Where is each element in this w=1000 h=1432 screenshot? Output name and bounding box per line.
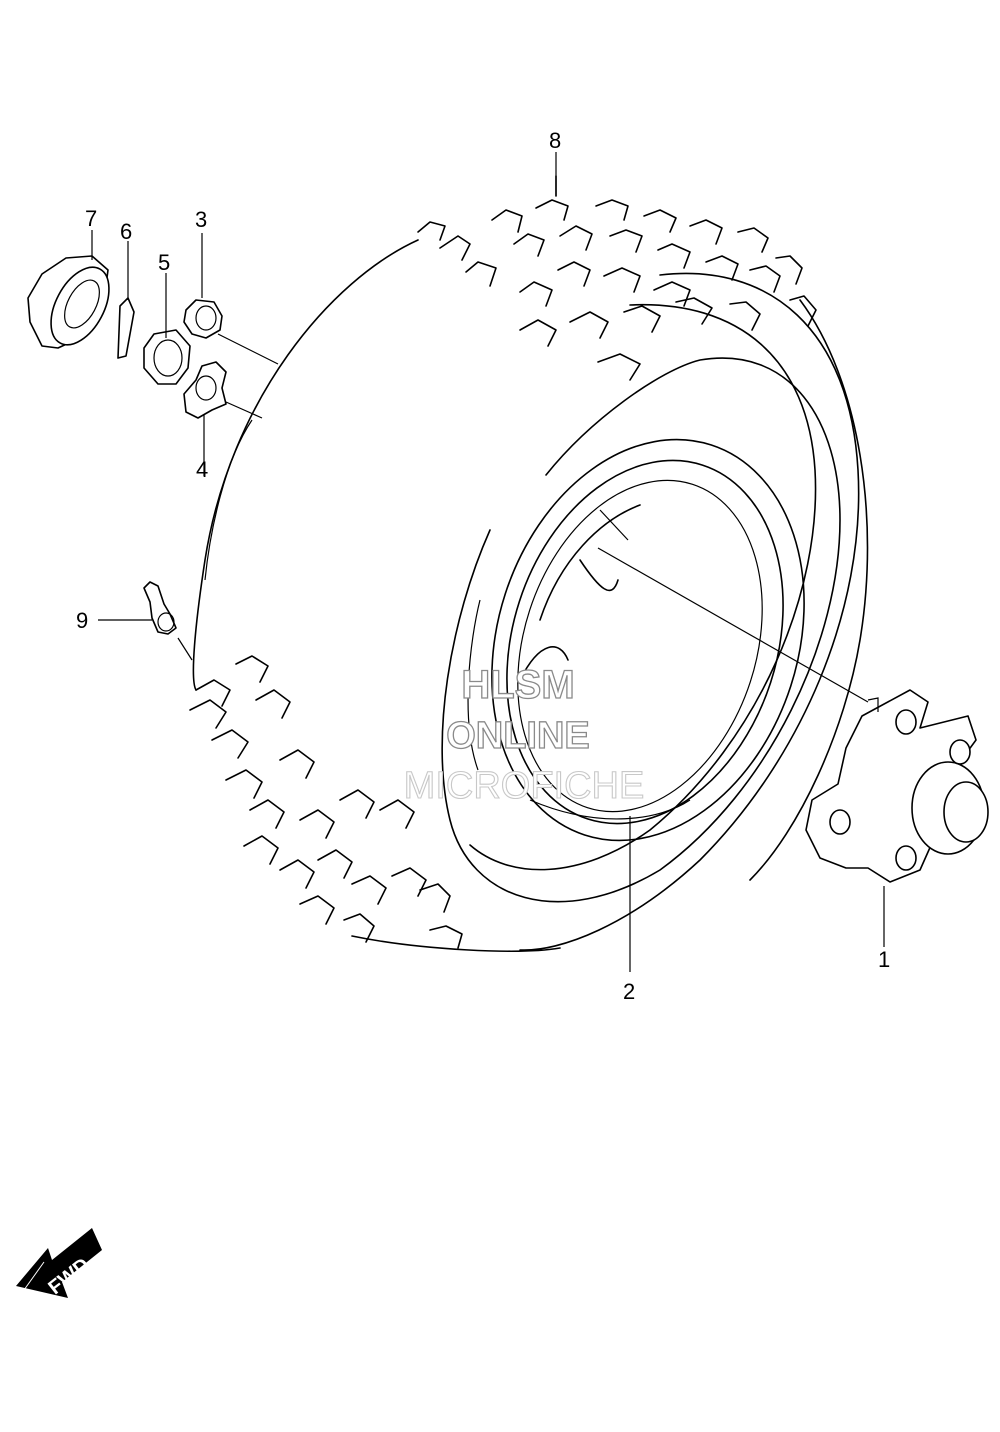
cotter-pin — [117, 297, 135, 359]
fwd-arrow: FWD — [16, 1228, 102, 1299]
callout-labels: 1 2 3 4 5 6 7 8 9 — [76, 128, 890, 1004]
watermark-line-3: MICROFICHE — [404, 765, 645, 807]
hub — [805, 689, 989, 883]
callout-nut: 3 — [195, 207, 207, 232]
nut — [183, 299, 223, 339]
hub-cap — [27, 255, 110, 349]
watermark: HLSM ONLINE MICROFICHE — [403, 662, 645, 807]
valve — [143, 581, 177, 635]
callout-wheel: 2 — [623, 979, 635, 1004]
tire — [189, 175, 869, 952]
callout-cotter-pin: 6 — [120, 219, 132, 244]
callout-valve: 9 — [76, 608, 88, 633]
lock-washer — [183, 361, 227, 419]
leader-lines — [91, 152, 885, 972]
watermark-line-1: HLSM — [461, 663, 574, 707]
callout-lock-washer: 4 — [196, 457, 208, 482]
watermark-line-2: ONLINE — [446, 715, 590, 757]
wheel-rim — [491, 438, 805, 842]
callout-hub-cap: 7 — [85, 206, 97, 231]
callout-tire: 8 — [549, 128, 561, 153]
castle-nut — [143, 329, 191, 385]
callout-hub: 1 — [878, 947, 890, 972]
callout-castle-nut: 5 — [158, 250, 170, 275]
